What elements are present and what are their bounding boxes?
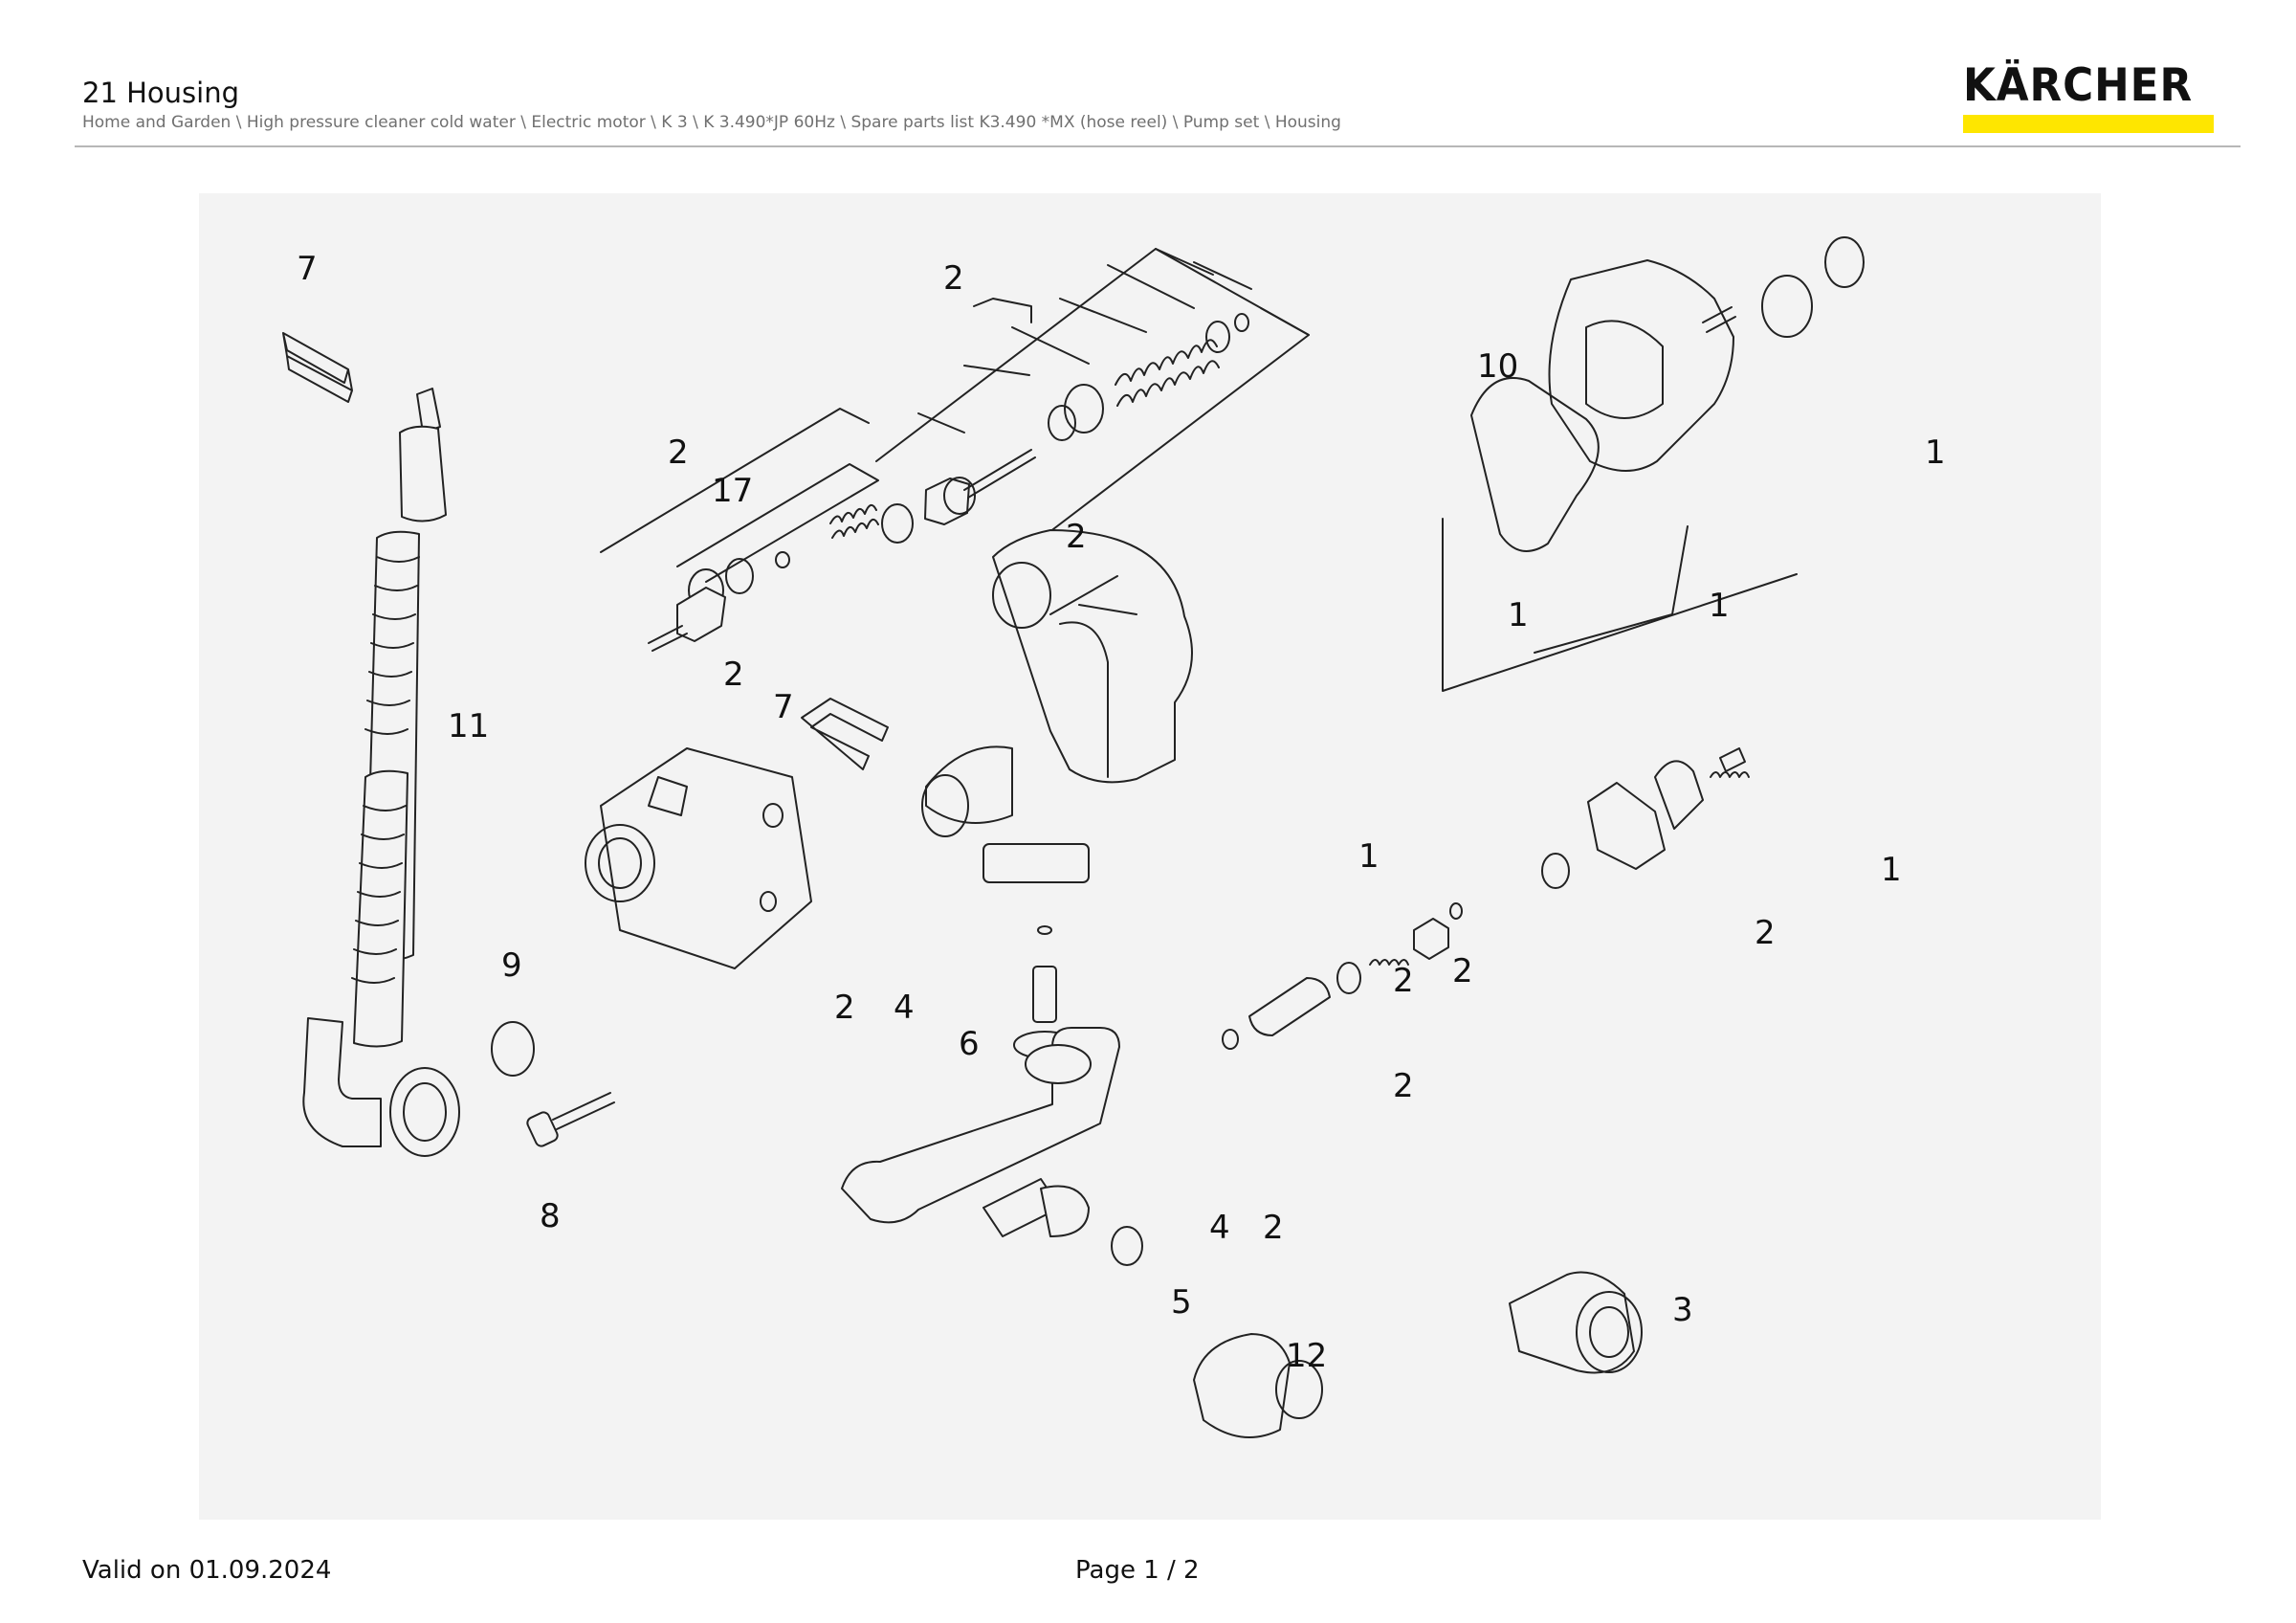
retaining-clip-mid xyxy=(801,698,889,770)
callout-2-mid: 2 xyxy=(723,656,744,694)
callout-11: 11 xyxy=(448,707,489,745)
callout-4-valve: 4 xyxy=(894,989,915,1027)
callout-2-mid-right-b: 2 xyxy=(1393,962,1414,1000)
callout-1-top: 1 xyxy=(1925,434,1946,472)
callout-10: 10 xyxy=(1477,347,1518,386)
callout-12: 12 xyxy=(1286,1337,1327,1375)
callout-2-pipe: 2 xyxy=(1263,1209,1284,1247)
callout-2-left: 2 xyxy=(668,434,689,472)
logo-wordmark: KÄRCHER xyxy=(1963,59,2194,112)
header-divider xyxy=(75,145,2241,147)
hose-coupling-12 xyxy=(1193,1333,1323,1438)
callout-5: 5 xyxy=(1171,1283,1192,1322)
exploded-view-drawing: 7 2 2 17 2 2 7 11 9 8 2 4 6 4 2 5 12 10 … xyxy=(199,193,2101,1520)
callout-2-right: 2 xyxy=(1755,914,1776,952)
outlet-pipe xyxy=(841,1027,1143,1266)
retaining-clip-top xyxy=(282,332,353,403)
callout-1-lower: 1 xyxy=(1881,851,1902,889)
callout-9: 9 xyxy=(501,946,522,985)
leader-bracket-lines xyxy=(1442,518,1798,692)
page-title: 21 Housing xyxy=(82,77,240,109)
screw-8 xyxy=(526,1092,615,1147)
callout-7-mid: 7 xyxy=(773,688,794,726)
callout-7-top: 7 xyxy=(297,250,318,288)
coupling-3 xyxy=(1509,1271,1643,1374)
spring-valve-parts xyxy=(924,313,1249,525)
page-number: Page 1 / 2 xyxy=(1075,1556,1200,1585)
brand-logo: KÄRCHER xyxy=(1963,61,2216,133)
pump-head-body xyxy=(921,529,1193,883)
callout-2-valve: 2 xyxy=(834,989,855,1027)
callout-6: 6 xyxy=(959,1025,980,1063)
callout-1-mid: 1 xyxy=(1358,837,1380,876)
callout-1-spring: 1 xyxy=(1709,587,1730,625)
callout-labels: 7 2 2 17 2 2 7 11 9 8 2 4 6 4 2 5 12 10 … xyxy=(297,250,1946,1375)
leader-lines-top xyxy=(875,248,1310,548)
callout-2-top: 2 xyxy=(943,259,964,298)
callout-2-mid-right-c: 2 xyxy=(1393,1067,1414,1105)
callout-8: 8 xyxy=(540,1197,561,1235)
breadcrumb: Home and Garden \ High pressure cleaner … xyxy=(82,113,1341,132)
callout-1-oring: 1 xyxy=(1508,596,1529,634)
right-lower-valve xyxy=(1541,747,1750,889)
callout-17: 17 xyxy=(712,472,753,510)
callout-2-center: 2 xyxy=(1066,518,1087,556)
callout-3: 3 xyxy=(1672,1291,1693,1329)
leader-bracket-right xyxy=(1534,525,1689,654)
inlet-valve-parts xyxy=(600,408,914,652)
high-pressure-hose xyxy=(302,388,460,1157)
o-ring-10 xyxy=(1470,376,1600,552)
logo-yellow-bar xyxy=(1963,115,2214,133)
o-ring-9 xyxy=(491,1021,535,1077)
callout-2-mid-right-a: 2 xyxy=(1452,952,1473,990)
exploded-view-svg: 7 2 2 17 2 2 7 11 9 8 2 4 6 4 2 5 12 10 … xyxy=(282,236,1946,1438)
housing-block xyxy=(585,747,812,969)
middle-right-valve xyxy=(1222,902,1463,1050)
right-upper-housing xyxy=(1548,236,1865,472)
callout-4-pipe: 4 xyxy=(1209,1209,1230,1247)
valid-date: Valid on 01.09.2024 xyxy=(82,1556,332,1585)
